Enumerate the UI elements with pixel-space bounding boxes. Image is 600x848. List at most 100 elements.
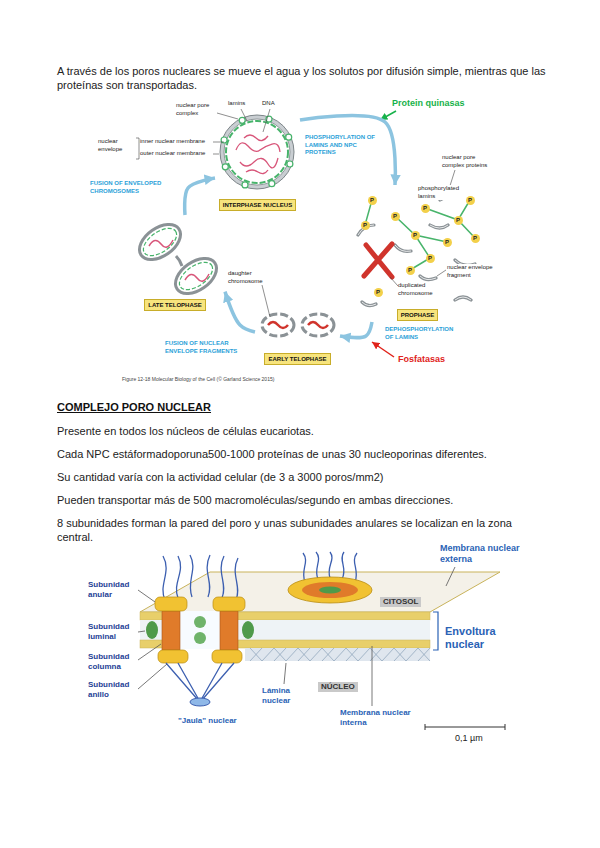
body-text: 8 subunidades forman la pared del poro y…	[57, 516, 547, 544]
region-label: CITOSOL	[380, 597, 421, 607]
section-heading: COMPLEJO PORO NUCLEAR	[57, 400, 547, 414]
part-label: daughter chromosome	[228, 270, 270, 285]
part-label: Subunidad anillo	[88, 680, 138, 700]
prophase-fragments	[358, 197, 475, 305]
leader-line	[390, 277, 398, 286]
part-label: DNA	[262, 100, 284, 108]
phosphate-badge: P	[361, 221, 370, 230]
leader-line	[138, 567, 455, 706]
phosphate-badge: P	[406, 266, 415, 275]
phosphate-badge: P	[374, 288, 383, 297]
leader-line	[136, 138, 139, 159]
nuclear-pore-complex-figure	[319, 587, 341, 594]
leader-line	[138, 590, 155, 602]
phosphate-badge: P	[421, 204, 430, 213]
late-telophase	[176, 256, 182, 266]
enzyme-label: Protein quinasas	[392, 98, 472, 109]
process-label: FUSION OF NUCLEAR ENVELOPE FRAGMENTS	[165, 340, 251, 355]
part-label: nuclear pore complex proteins	[442, 154, 490, 169]
part-label: nuclear envelope	[98, 138, 134, 153]
part-label: nuclear envelope fragment	[447, 264, 493, 279]
stage-caption: EARLY TELOPHASE	[264, 353, 330, 365]
part-label: phosphorylated lamins	[418, 185, 468, 200]
leader-line	[262, 285, 270, 317]
part-label: Subunidad luminal	[88, 622, 138, 642]
leader-line	[217, 113, 238, 119]
leader-line	[263, 109, 270, 132]
stage-region: EARLY TELOPHASE	[255, 298, 340, 366]
stage-caption: LATE TELOPHASE	[144, 299, 206, 311]
interphase-nucleus	[222, 164, 228, 170]
interphase-nucleus	[286, 134, 292, 140]
late-telophase	[149, 240, 209, 281]
figure-credit: Figure 12-18 Molecular Biology of the Ce…	[122, 376, 274, 382]
phosphate-badge: P	[466, 196, 475, 205]
nuclear-pore-complex-figure	[250, 648, 430, 661]
phosphate-badge: P	[443, 238, 452, 247]
early-telophase	[268, 322, 328, 328]
stage-region: PROPHASE	[355, 185, 480, 322]
interphase-nucleus	[236, 135, 280, 174]
connector-layer	[185, 116, 396, 338]
body-text: A través de los poros nucleares se mueve…	[57, 64, 547, 92]
interphase-nucleus	[287, 161, 293, 167]
prophase-fragments	[358, 197, 475, 305]
part-label: Envoltura nuclear	[445, 625, 517, 651]
nuclear-pore-complex-figure	[288, 577, 372, 603]
part-label: Lámina nuclear	[262, 686, 308, 706]
cycle-arrow	[340, 322, 372, 338]
interphase-nucleus	[226, 121, 288, 183]
nuclear-pore-complex-figure	[213, 597, 245, 611]
nuclear-pore-complex-figure	[163, 555, 238, 600]
early-telophase	[262, 314, 334, 336]
body-text: Su cantidad varía con la actividad celul…	[57, 470, 547, 484]
phosphate-badge: P	[454, 216, 463, 225]
enzyme-label: Fosfatasas	[398, 354, 454, 365]
part-label: inner nuclear membrane	[140, 138, 212, 146]
nuclear-pore-complex-figure	[166, 663, 234, 700]
part-label: nuclear pore complex	[176, 102, 216, 117]
interphase-nucleus	[220, 115, 294, 189]
late-telophase	[133, 217, 223, 300]
interphase-nucleus	[239, 117, 245, 123]
process-label: PHOSPHORYLATION OF LAMINS AND NPC PROTEI…	[305, 134, 375, 157]
part-label: Membrana nuclear interna	[340, 708, 424, 728]
nuclear-pore-complex-figure	[180, 611, 220, 649]
leader-line	[372, 646, 373, 706]
enzyme-arrow	[372, 342, 394, 357]
part-label: Subunidad anular	[88, 580, 138, 600]
interphase-nucleus	[269, 181, 275, 187]
part-label: duplicated chromosome	[398, 282, 442, 297]
nuclear-pore-complex-figure	[220, 611, 238, 650]
part-label: outer nuclear membrane	[140, 150, 212, 158]
stage-region: INTERPHASE NUCLEUS	[215, 112, 300, 212]
nuclear-pore-complex-figure	[162, 611, 180, 650]
nuclear-pore-complex-figure	[245, 648, 430, 661]
leader-line	[241, 109, 247, 121]
interphase-nucleus	[221, 116, 293, 188]
body-text: Cada NPC estáformadoporuna500-1000 prote…	[57, 447, 547, 461]
phosphate-badge: P	[471, 234, 480, 243]
nuclear-pore-complex-figure	[194, 632, 206, 644]
phosphate-badge: P	[391, 212, 400, 221]
part-label: Membrana nuclear externa	[440, 543, 530, 565]
leader-line	[284, 663, 286, 684]
process-label: DEPHOSPHORYLATION OF LAMINS	[385, 326, 461, 341]
leader-line	[213, 154, 219, 155]
cycle-arrow	[185, 178, 215, 215]
nuclear-pore-complex-figure	[242, 621, 254, 639]
nuclear-pore-complex-figure	[140, 572, 500, 612]
leader-line	[446, 567, 455, 586]
leader-line	[437, 270, 446, 276]
interphase-nucleus	[224, 119, 290, 185]
nuclear-pore-complex-figure	[212, 650, 242, 663]
phosphate-badge: P	[411, 231, 420, 240]
body-text: Pueden transportar más de 500 macromoléc…	[57, 493, 547, 507]
nuclear-pore-complex-figure	[190, 698, 210, 706]
stage-caption: INTERPHASE NUCLEUS	[219, 199, 296, 211]
cycle-arrow	[225, 292, 255, 332]
scale-label: 0,1 µm	[455, 733, 483, 744]
leader-line	[138, 664, 167, 689]
